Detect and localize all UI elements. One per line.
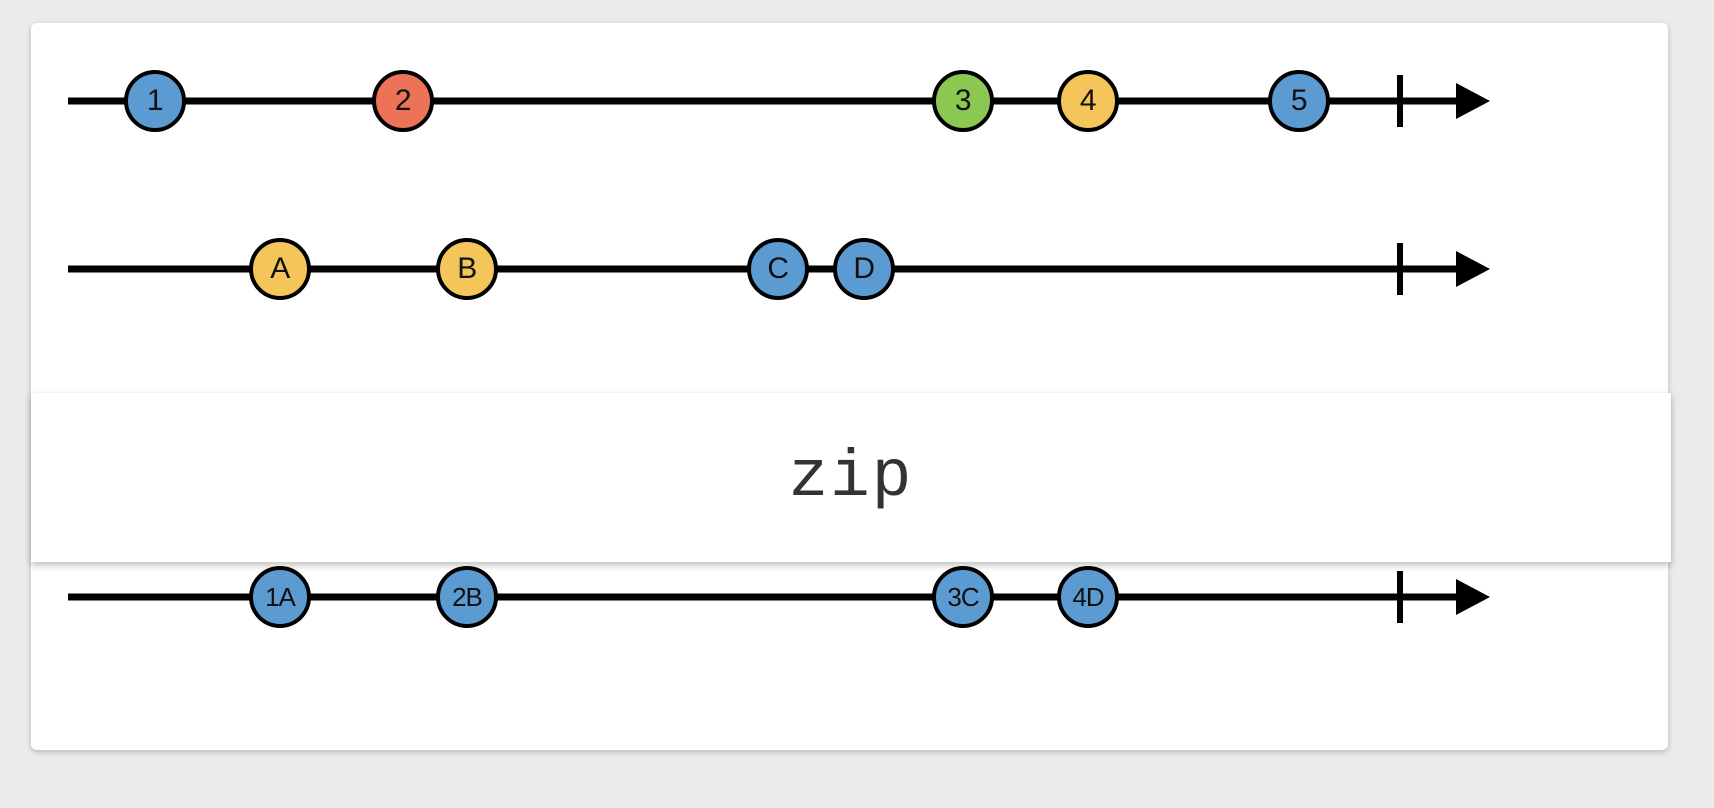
timeline-source-1: 1 2 3 4 5 [31, 41, 1668, 161]
marble-source-1-1[interactable]: 1 [124, 70, 186, 132]
arrow-head-icon [1456, 83, 1490, 119]
marble-output-1A[interactable]: 1A [249, 566, 311, 628]
marble-output-4D[interactable]: 4D [1057, 566, 1119, 628]
marble-source-1-4[interactable]: 4 [1057, 70, 1119, 132]
arrow-head-icon [1456, 251, 1490, 287]
operator-box: zip [31, 393, 1671, 562]
arrow-head-icon [1456, 579, 1490, 615]
timeline-axis [68, 75, 1490, 127]
marble-source-1-5[interactable]: 5 [1268, 70, 1330, 132]
marble-output-2B[interactable]: 2B [436, 566, 498, 628]
marble-output-3C[interactable]: 3C [932, 566, 994, 628]
marble-source-2-C[interactable]: C [747, 238, 809, 300]
marble-source-1-3[interactable]: 3 [932, 70, 994, 132]
operator-label: zip [788, 439, 914, 515]
marble-source-2-A[interactable]: A [249, 238, 311, 300]
timeline-output: 1A 2B 3C 4D [31, 537, 1668, 657]
marble-source-2-D[interactable]: D [833, 238, 895, 300]
marble-source-2-B[interactable]: B [436, 238, 498, 300]
marble-source-1-2[interactable]: 2 [372, 70, 434, 132]
